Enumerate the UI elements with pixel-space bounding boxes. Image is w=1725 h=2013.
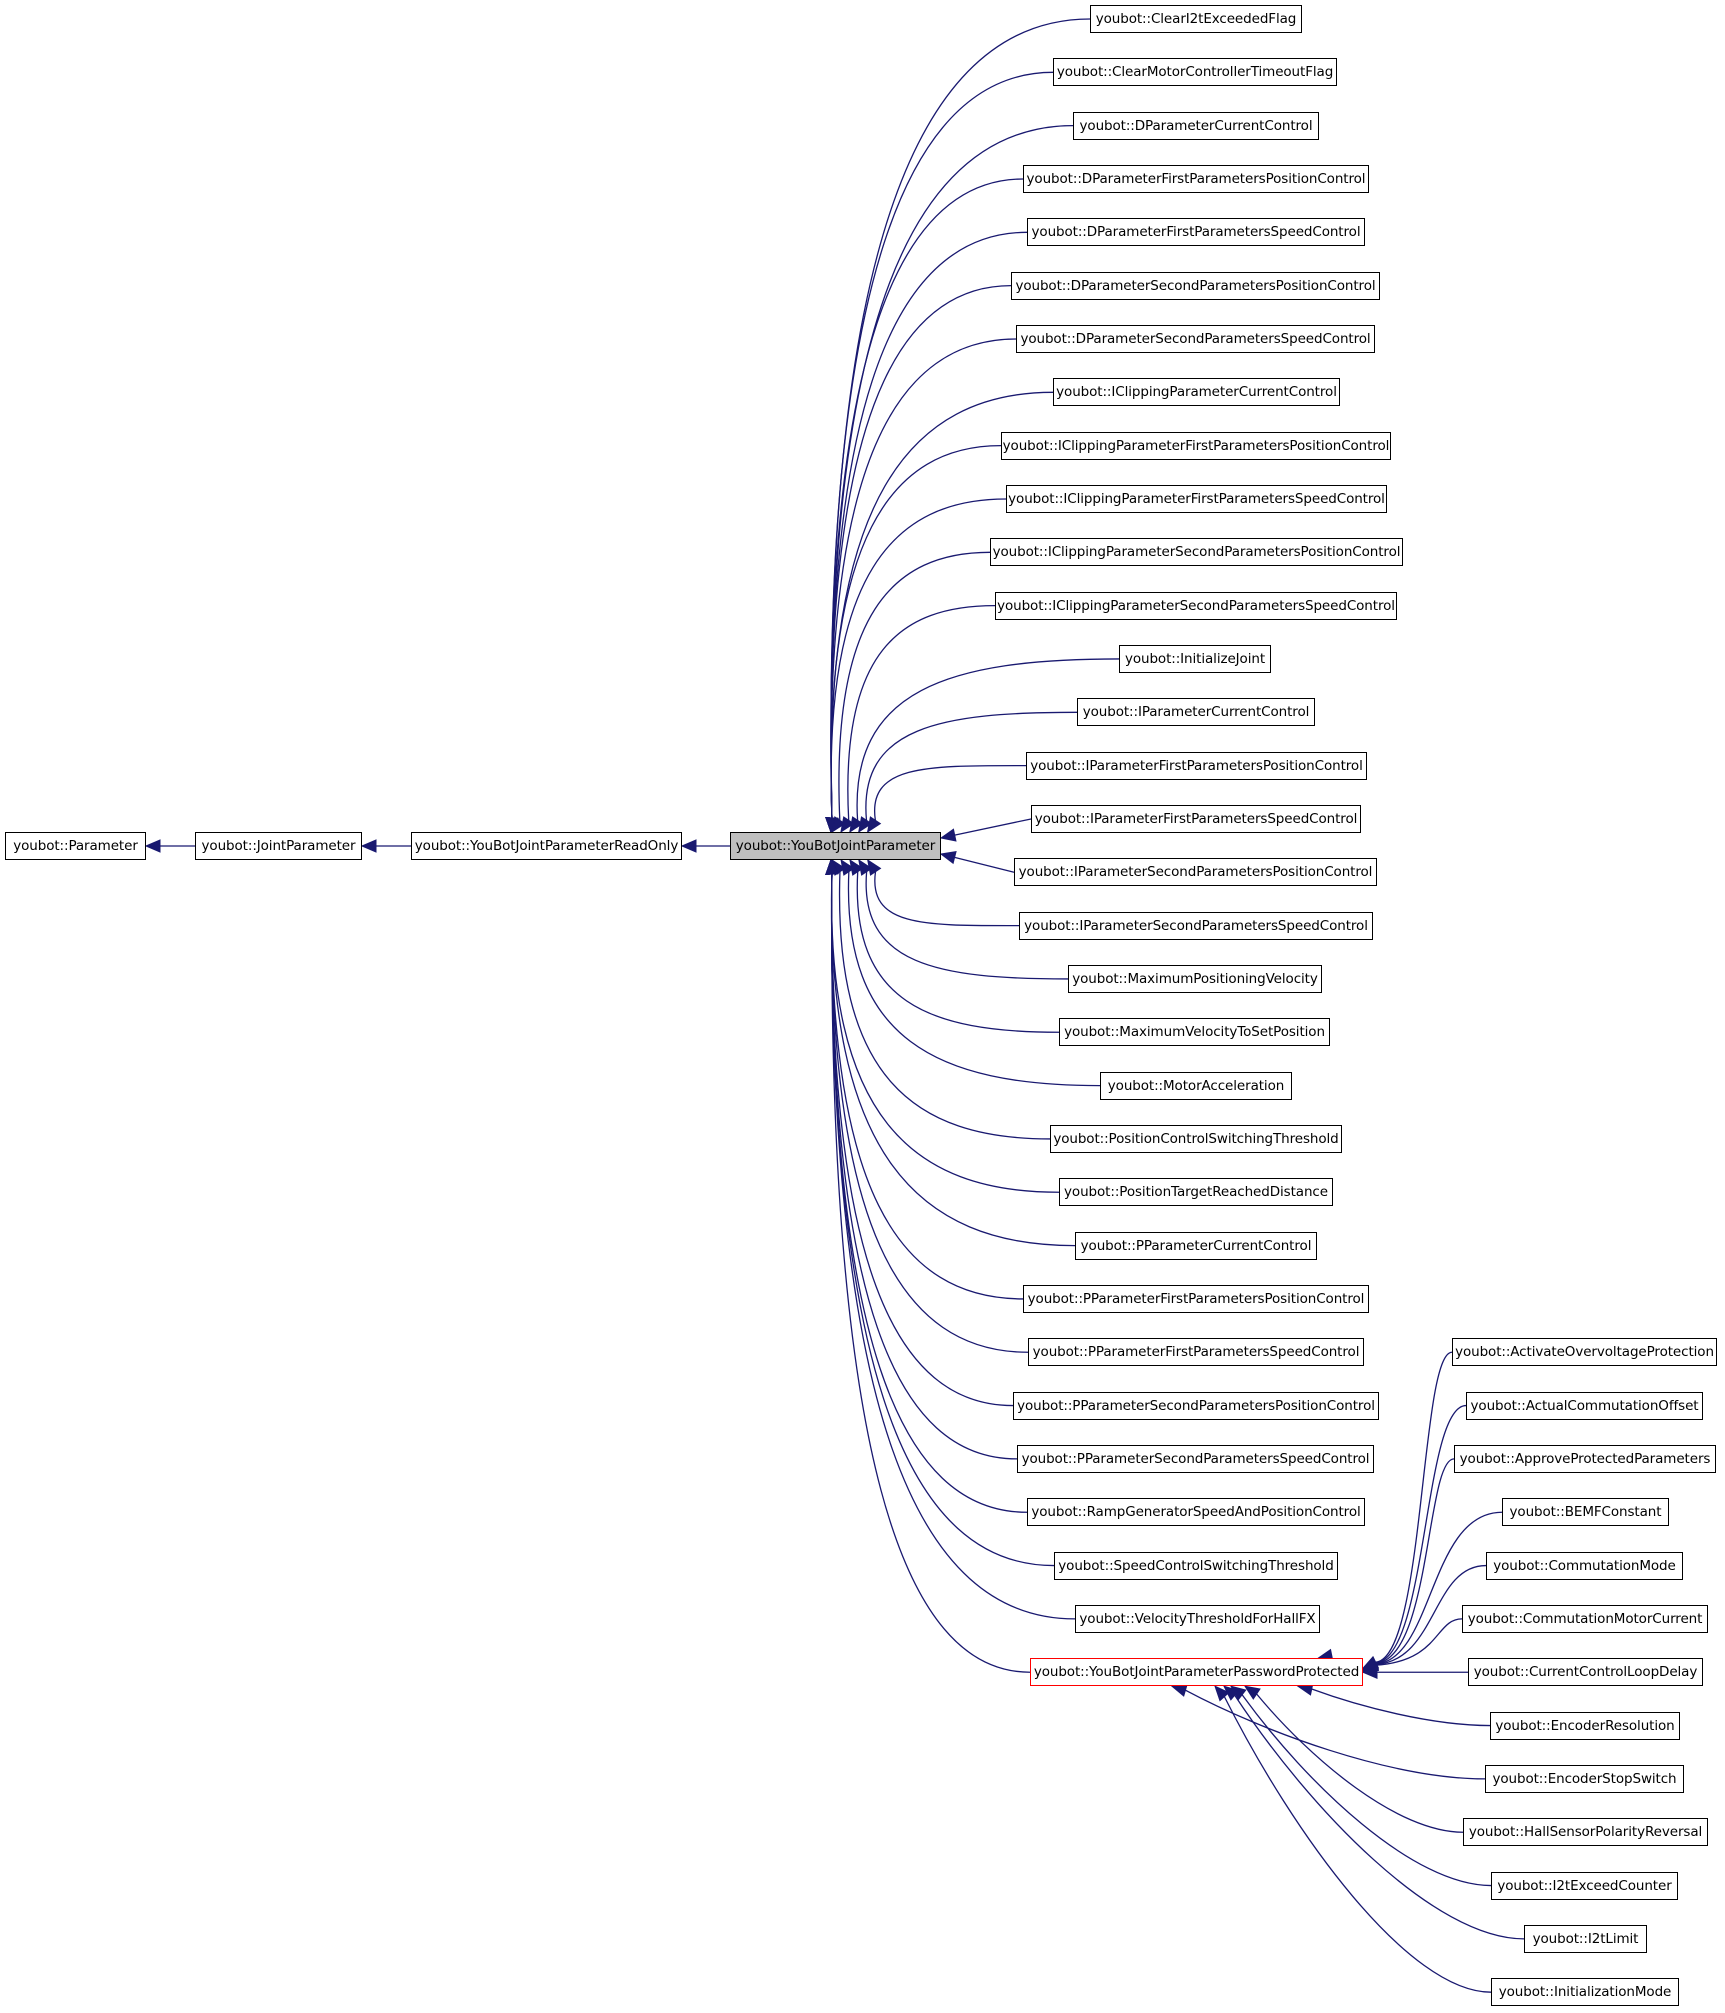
class-node-dparameter-current-control[interactable]: youbot::DParameterCurrentControl (1073, 112, 1319, 140)
arrowhead-icon (858, 816, 873, 834)
inheritance-edge (865, 711, 1078, 821)
class-node-iclipping-parameter-second-parameters-speed-control[interactable]: youbot::IClippingParameterSecondParamete… (995, 592, 1397, 620)
inheritance-edge (865, 871, 1069, 980)
class-node-motor-acceleration[interactable]: youbot::MotorAcceleration (1100, 1072, 1292, 1100)
class-node-i2t-limit[interactable]: youbot::I2tLimit (1524, 1925, 1647, 1953)
inheritance-edge (830, 338, 1017, 819)
class-node-activate-overvoltage-protection[interactable]: youbot::ActivateOvervoltageProtection (1452, 1338, 1717, 1366)
inheritance-edge (954, 856, 1015, 873)
class-node-hall-sensor-polarity-reversal[interactable]: youbot::HallSensorPolarityReversal (1463, 1818, 1708, 1846)
class-node-i2t-exceed-counter[interactable]: youbot::I2tExceedCounter (1491, 1872, 1678, 1900)
class-node-commutation-mode[interactable]: youbot::CommutationMode (1486, 1552, 1683, 1580)
class-node-pparameter-first-parameters-position-control[interactable]: youbot::PParameterFirstParametersPositio… (1023, 1285, 1369, 1313)
class-node-velocity-threshold-for-hall-fx[interactable]: youbot::VelocityThresholdForHallFX (1075, 1605, 1320, 1633)
arrowhead-icon (680, 839, 697, 853)
inheritance-edge (1234, 1694, 1525, 1940)
class-node-joint-parameter[interactable]: youbot::JointParameter (195, 832, 362, 860)
inheritance-edge (1256, 1693, 1464, 1833)
inheritance-edge (1375, 1618, 1463, 1666)
class-node-you-bot-joint-parameter: youbot::YouBotJointParameter (730, 832, 941, 860)
class-node-position-target-reached-distance[interactable]: youbot::PositionTargetReachedDistance (1059, 1178, 1333, 1206)
class-node-you-bot-joint-parameter-password-protected[interactable]: youbot::YouBotJointParameterPasswordProt… (1030, 1658, 1363, 1686)
class-node-dparameter-first-parameters-speed-control[interactable]: youbot::DParameterFirstParametersSpeedCo… (1027, 218, 1365, 246)
class-node-parameter[interactable]: youbot::Parameter (5, 832, 146, 860)
class-node-speed-control-switching-threshold[interactable]: youbot::SpeedControlSwitchingThreshold (1054, 1552, 1338, 1580)
class-node-pparameter-second-parameters-position-control[interactable]: youbot::PParameterSecondParametersPositi… (1013, 1392, 1379, 1420)
arrowhead-icon (1243, 1685, 1261, 1700)
arrowhead-icon (866, 816, 882, 834)
inheritance-edge (1375, 1511, 1503, 1665)
inheritance-edge (856, 871, 1060, 1033)
class-node-maximum-positioning-velocity[interactable]: youbot::MaximumPositioningVelocity (1068, 965, 1322, 993)
class-node-current-control-loop-delay[interactable]: youbot::CurrentControlLoopDelay (1468, 1658, 1703, 1686)
inheritance-edge (1375, 1351, 1453, 1663)
inheritance-edge (1185, 1689, 1486, 1780)
inheritance-edge (830, 873, 1029, 1353)
class-node-iparameter-second-parameters-speed-control[interactable]: youbot::IParameterSecondParametersSpeedC… (1019, 912, 1373, 940)
class-node-iclipping-parameter-first-parameters-speed-control[interactable]: youbot::IClippingParameterFirstParameter… (1006, 485, 1387, 513)
class-node-iclipping-parameter-first-parameters-position-control[interactable]: youbot::IClippingParameterFirstParameter… (1001, 432, 1391, 460)
class-node-position-control-switching-threshold[interactable]: youbot::PositionControlSwitchingThreshol… (1050, 1125, 1342, 1153)
inheritance-edge (830, 873, 1018, 1460)
arrowhead-icon (939, 828, 957, 842)
class-node-dparameter-second-parameters-position-control[interactable]: youbot::DParameterSecondParametersPositi… (1011, 272, 1380, 300)
arrowhead-icon (360, 839, 377, 853)
class-node-approve-protected-parameters[interactable]: youbot::ApproveProtectedParameters (1454, 1445, 1716, 1473)
inheritance-edge (1375, 1458, 1455, 1665)
inheritance-edge (838, 871, 1051, 1140)
inheritance-edge (1311, 1688, 1491, 1727)
inheritance-edge (830, 285, 1012, 819)
class-node-bemfconstant[interactable]: youbot::BEMFConstant (1502, 1498, 1669, 1526)
inheritance-edge (847, 871, 1101, 1087)
class-node-you-bot-joint-parameter-read-only[interactable]: youbot::YouBotJointParameterReadOnly (411, 832, 682, 860)
inheritance-edge (830, 178, 1024, 819)
class-node-initialization-mode[interactable]: youbot::InitializationMode (1491, 1978, 1679, 2006)
class-node-iparameter-current-control[interactable]: youbot::IParameterCurrentControl (1077, 698, 1315, 726)
arrowhead-icon (144, 839, 161, 853)
class-node-initialize-joint[interactable]: youbot::InitializeJoint (1119, 645, 1271, 673)
class-node-ramp-generator-speed-and-position-control[interactable]: youbot::RampGeneratorSpeedAndPositionCon… (1027, 1498, 1365, 1526)
inheritance-edge (831, 873, 1031, 1673)
class-node-actual-commutation-offset[interactable]: youbot::ActualCommutationOffset (1466, 1392, 1703, 1420)
inheritance-edge (830, 71, 1054, 819)
inheritance-edge (856, 658, 1120, 821)
inheritance-edge (830, 873, 1014, 1407)
inheritance-edge (1375, 1404, 1467, 1664)
inheritance-edge (830, 231, 1028, 819)
inheritance-edge (830, 498, 1007, 819)
inheritance-edge (954, 818, 1032, 836)
class-node-maximum-velocity-to-set-position[interactable]: youbot::MaximumVelocityToSetPosition (1059, 1018, 1330, 1046)
class-node-dparameter-first-parameters-position-control[interactable]: youbot::DParameterFirstParametersPositio… (1023, 165, 1369, 193)
inheritance-edge (830, 873, 1076, 1247)
inheritance-edge (1241, 1694, 1492, 1887)
class-node-pparameter-current-control[interactable]: youbot::PParameterCurrentControl (1075, 1232, 1317, 1260)
inheritance-edge (830, 18, 1091, 819)
class-node-iparameter-second-parameters-position-control[interactable]: youbot::IParameterSecondParametersPositi… (1014, 858, 1377, 886)
class-node-encoder-stop-switch[interactable]: youbot::EncoderStopSwitch (1485, 1765, 1684, 1793)
arrowhead-icon (939, 850, 957, 865)
inheritance-edge (1223, 1696, 1492, 1993)
class-node-pparameter-second-parameters-speed-control[interactable]: youbot::PParameterSecondParametersSpeedC… (1017, 1445, 1374, 1473)
class-node-dparameter-second-parameters-speed-control[interactable]: youbot::DParameterSecondParametersSpeedC… (1016, 325, 1375, 353)
class-node-encoder-resolution[interactable]: youbot::EncoderResolution (1490, 1712, 1680, 1740)
inheritance-edge (847, 604, 996, 821)
class-node-pparameter-first-parameters-speed-control[interactable]: youbot::PParameterFirstParametersSpeedCo… (1028, 1338, 1364, 1366)
class-node-iparameter-first-parameters-position-control[interactable]: youbot::IParameterFirstParametersPositio… (1026, 752, 1367, 780)
inheritance-edge (838, 551, 991, 821)
inheritance-edge (831, 873, 1076, 1620)
inheritance-edge (873, 764, 1027, 821)
class-node-iclipping-parameter-second-parameters-position-control[interactable]: youbot::IClippingParameterSecondParamete… (990, 538, 1403, 566)
inheritance-edge (830, 444, 1002, 819)
inheritance-edge (1375, 1564, 1487, 1666)
class-node-clear-motor-controller-timeout-flag[interactable]: youbot::ClearMotorControllerTimeoutFlag (1053, 58, 1337, 86)
class-node-iparameter-first-parameters-speed-control[interactable]: youbot::IParameterFirstParametersSpeedCo… (1031, 805, 1361, 833)
class-node-iclipping-parameter-current-control[interactable]: youbot::IClippingParameterCurrentControl (1053, 378, 1340, 406)
arrowhead-icon (1170, 1683, 1188, 1697)
class-node-commutation-motor-current[interactable]: youbot::CommutationMotorCurrent (1462, 1605, 1708, 1633)
inheritance-edge (830, 873, 1060, 1193)
inheritance-edge (874, 871, 1020, 927)
class-node-clear-i2t-exceeded-flag[interactable]: youbot::ClearI2tExceededFlag (1090, 5, 1302, 33)
